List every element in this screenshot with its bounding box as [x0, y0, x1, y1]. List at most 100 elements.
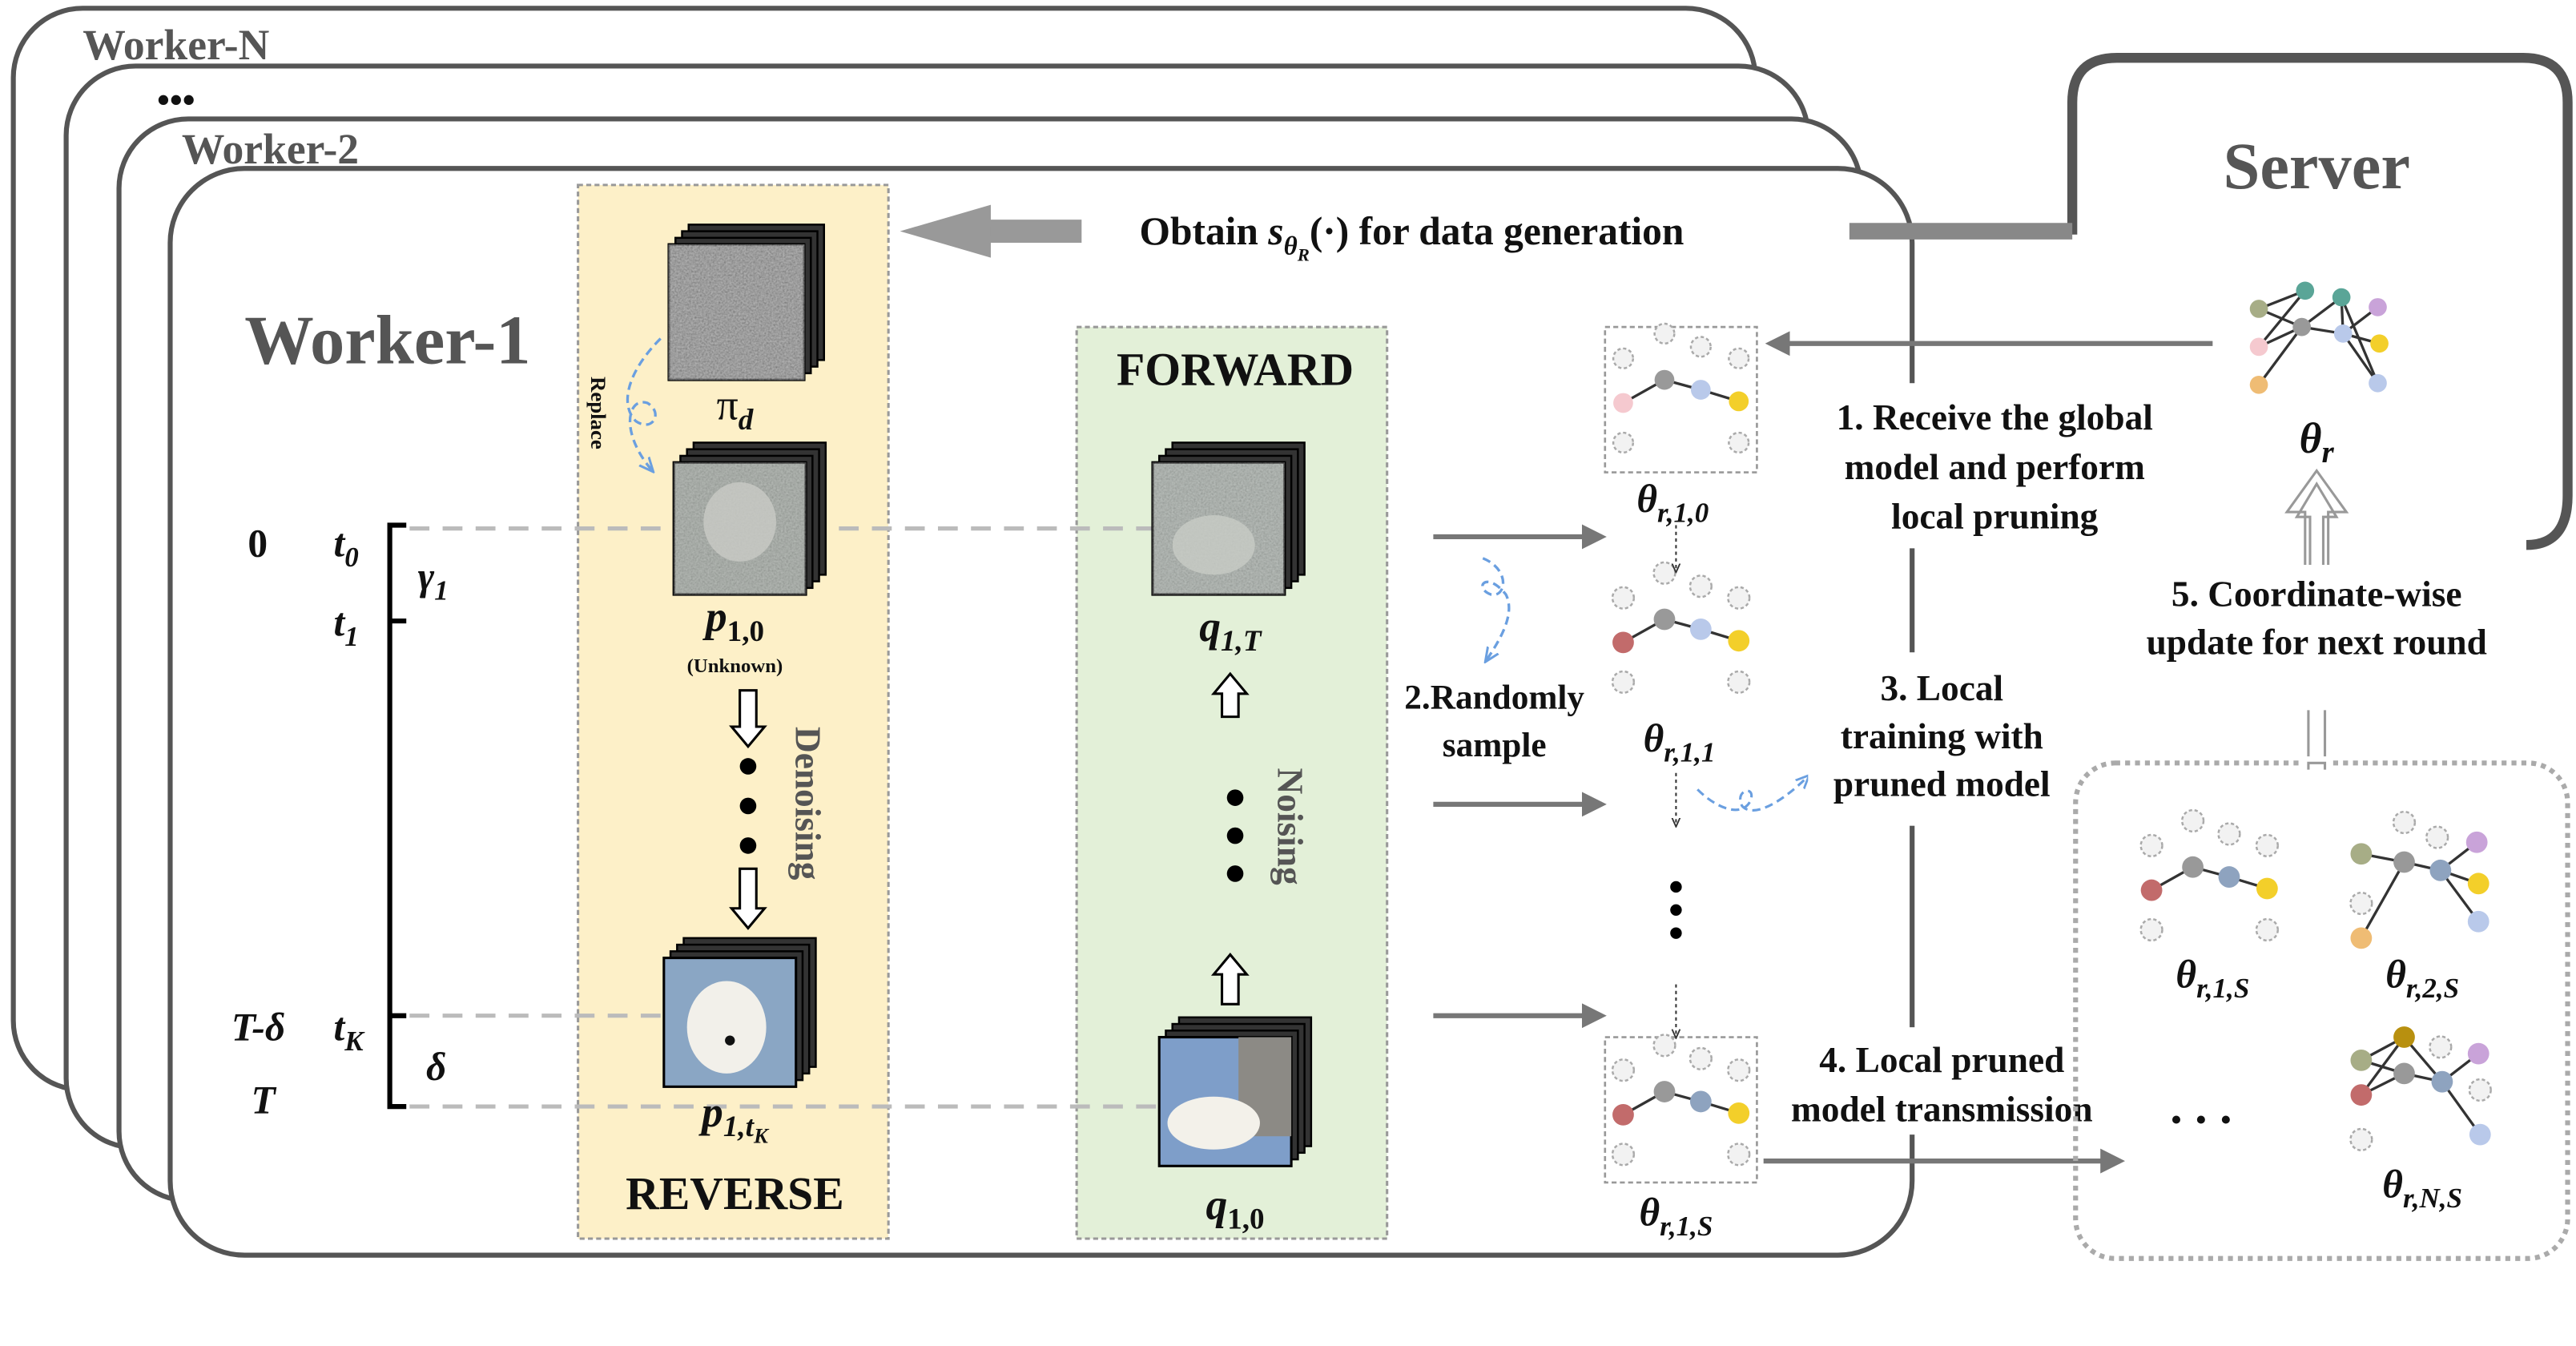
worker-n-label: Worker-N	[83, 21, 269, 69]
worker-2-label: Worker-2	[182, 125, 359, 173]
dog-shape	[686, 981, 767, 1074]
inactive-node	[2180, 808, 2205, 833]
network-node	[1654, 369, 1675, 390]
inactive-node	[1611, 1142, 1636, 1167]
network-r10	[1612, 322, 1750, 454]
svg-text:update for next round: update for next round	[2147, 622, 2487, 662]
network-node	[2350, 1049, 2373, 1071]
image-p10	[672, 441, 827, 596]
inactive-node	[1611, 1058, 1636, 1082]
collected-ellipsis: . . .	[2170, 1080, 2232, 1134]
network-node	[2256, 877, 2278, 900]
inactive-node	[2139, 917, 2163, 942]
sample-curve	[1481, 557, 1511, 661]
collected-rNS-label: θr,N,S	[2382, 1162, 2462, 1213]
network-edge	[2257, 326, 2303, 386]
timeline-delta: δ	[426, 1045, 446, 1089]
network-node	[2332, 288, 2351, 307]
noising-label: Noising	[1270, 768, 1310, 885]
inactive-node	[2468, 1078, 2492, 1102]
network-collected-r2S	[2349, 810, 2489, 949]
network-node	[1689, 618, 1712, 640]
inactive-node	[2217, 822, 2241, 846]
network-r11	[1611, 561, 1751, 694]
svg-text:3. Local: 3. Local	[1880, 668, 2003, 708]
model-r1S-label: θr,1,S	[1639, 1191, 1713, 1242]
worker-1-frame: Worker-1	[167, 166, 1915, 1258]
network-node	[2467, 1042, 2489, 1065]
timeline-zero: 0	[248, 522, 268, 566]
model-r10-label: θr,1,0	[1636, 477, 1709, 528]
network-edge	[2340, 296, 2380, 384]
inactive-node	[1728, 347, 1750, 369]
network-node	[1612, 1104, 1634, 1126]
server-frame: Server	[2067, 52, 2573, 550]
model-box-r1S	[1604, 1036, 1758, 1184]
inactive-node	[1652, 561, 1676, 585]
network-node	[1653, 1081, 1676, 1102]
worker-1-label: Worker-1	[244, 301, 530, 378]
denoising-dots	[739, 758, 757, 854]
inactive-node	[1688, 1046, 1713, 1070]
network-edge	[2360, 1036, 2405, 1096]
network-node	[2370, 334, 2389, 353]
replace-curve: Replace	[586, 337, 662, 471]
network-node	[2182, 856, 2204, 878]
network-node	[2469, 1123, 2491, 1146]
forward-title: FORWARD	[1117, 345, 1354, 395]
model-box-r10	[1604, 325, 1758, 474]
network-r1S	[1611, 1034, 1751, 1167]
inactive-node	[1727, 1058, 1751, 1082]
network-node	[1728, 630, 1750, 652]
network-node	[1653, 608, 1676, 631]
collected-r1S-label: θr,1,S	[2176, 953, 2249, 1004]
collected-models-box	[2073, 760, 2570, 1261]
timeline-t1: t1	[334, 601, 359, 652]
network-node	[2140, 879, 2163, 901]
inactive-node	[1611, 586, 1636, 610]
network-edge	[2360, 861, 2405, 939]
network-node	[2350, 1084, 2373, 1106]
step-1-text: 1. Receive the global model and perform …	[1837, 397, 2153, 537]
step-3-text: 3. Local training with pruned model	[1833, 668, 2051, 804]
network-node	[2465, 831, 2488, 853]
network-node	[2350, 843, 2373, 865]
network-edge	[2441, 1081, 2481, 1136]
inactive-node	[1611, 670, 1636, 694]
up-arrow-icon	[1210, 953, 1250, 1005]
inactive-node	[2139, 833, 2163, 858]
sampling-line-1: 2.Randomly	[1404, 678, 1584, 716]
inactive-node	[2425, 825, 2449, 849]
down-arrow-icon	[729, 867, 767, 930]
obtain-score-arrow: Obtain sθR(·) for data generation	[900, 195, 2073, 265]
noising-dots	[1226, 789, 1244, 882]
svg-text:1. Receive the global: 1. Receive the global	[1837, 397, 2153, 437]
network-node	[2467, 872, 2489, 895]
inactive-node	[2255, 917, 2280, 942]
network-node	[1728, 1102, 1750, 1124]
network-node	[1690, 380, 1711, 400]
svg-text:pruned model: pruned model	[1833, 764, 2051, 804]
inactive-node	[2349, 891, 2373, 916]
hollow-arrows	[729, 671, 1250, 1005]
inactive-node	[2392, 810, 2417, 835]
network-node	[2249, 375, 2268, 394]
network-node	[2218, 866, 2240, 888]
p10-label: p1,0	[702, 592, 764, 647]
inactive-node	[1727, 1142, 1751, 1167]
dog-shape	[703, 482, 776, 562]
inactive-node	[1652, 1034, 1676, 1058]
obtain-label: Obtain sθR(·) for data generation	[1139, 209, 1684, 265]
pi-d-label: πd	[717, 381, 754, 437]
svg-text:model and perform: model and perform	[1845, 447, 2145, 487]
inactive-node	[1689, 336, 1712, 358]
timeline-t0: t0	[334, 522, 359, 573]
inactive-node	[1688, 574, 1713, 598]
inactive-node	[1612, 347, 1635, 369]
image-pi-d	[667, 224, 825, 381]
noise-texture	[668, 244, 805, 381]
local-model-dots	[1670, 881, 1682, 939]
network-node	[2431, 1070, 2453, 1093]
global-model-label: θr	[2300, 414, 2335, 469]
